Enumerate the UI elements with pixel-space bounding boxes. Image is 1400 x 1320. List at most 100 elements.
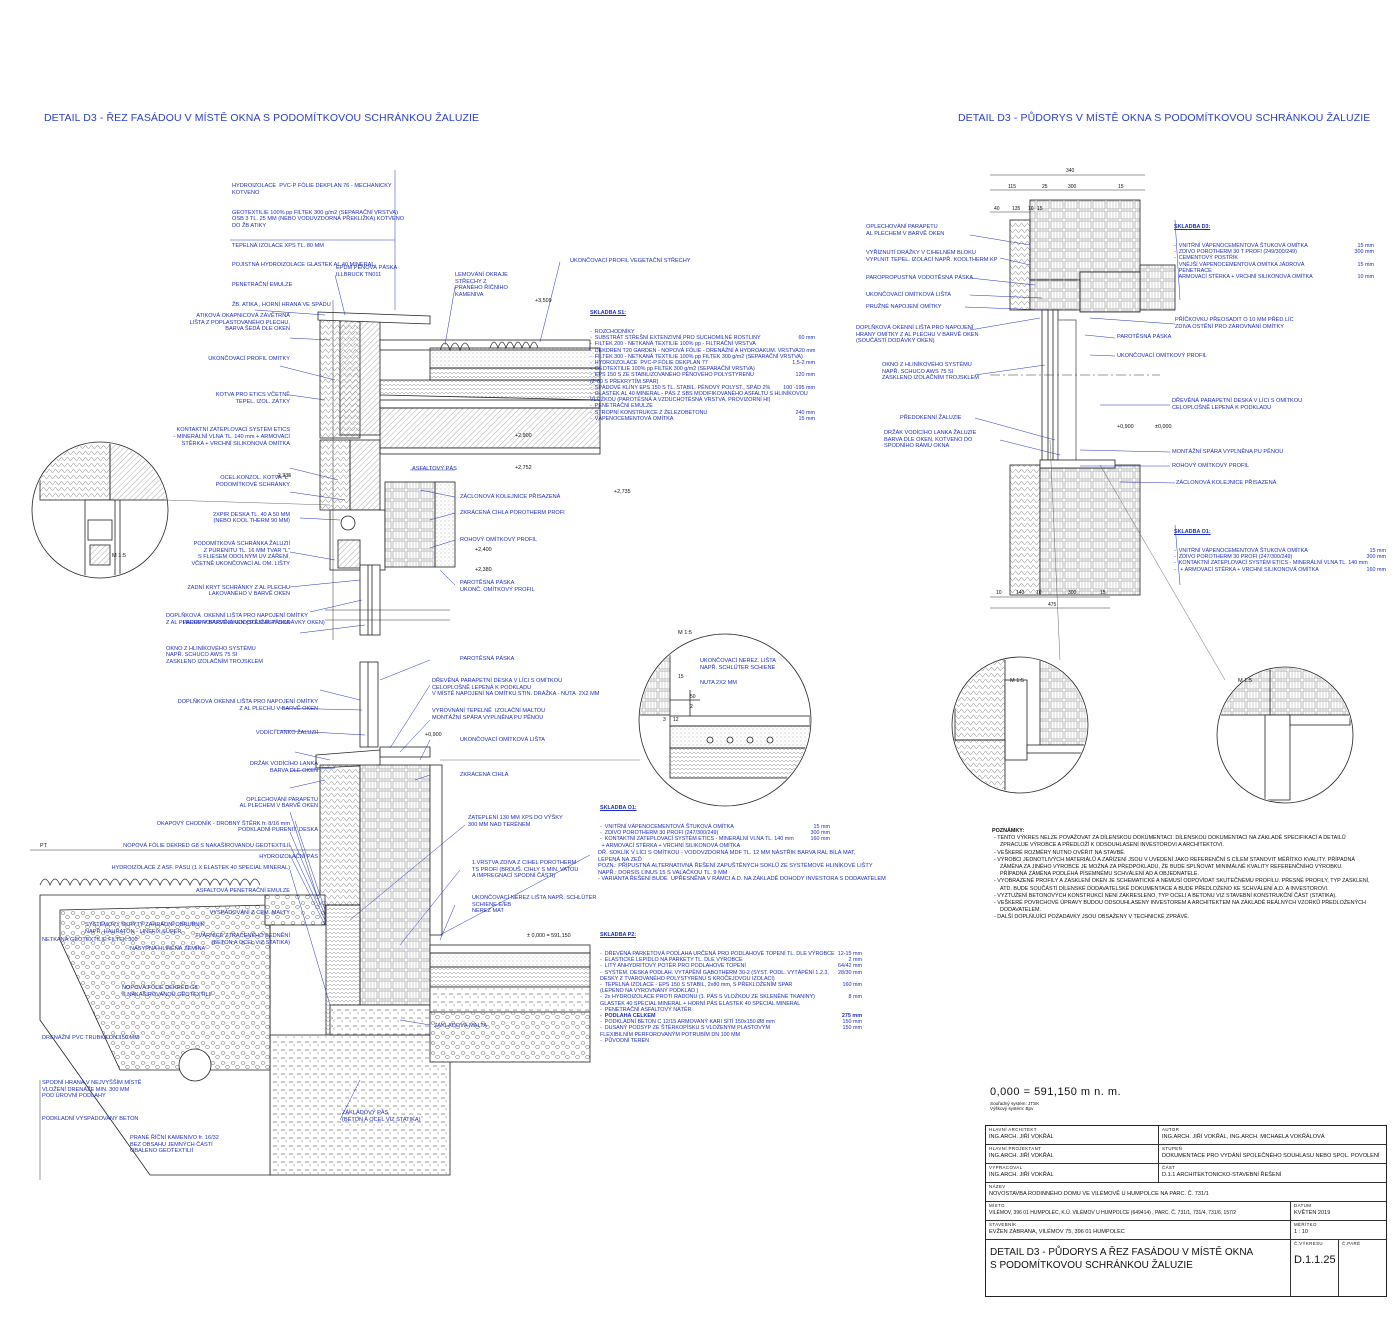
layer-thickness: 15 mm <box>1357 261 1374 268</box>
tb-designer: ING.ARCH. JIŘÍ VOKŘÁL <box>989 1153 1054 1159</box>
layer-name: - ELASTICKÉ LEPIDLO NA PARKETY TL. DLE V… <box>600 957 743 964</box>
layer-thickness: 64/42 mm <box>838 963 862 970</box>
plan-right-label-1: PAROTĚSNÁ PÁSKA <box>1117 334 1172 340</box>
plan-left-label-4: PRUŽNÉ NAPOJENÍ OMÍTKY <box>866 304 942 310</box>
layer-name: - VNĚJŠÍ VÁPENOCEMENTOVÁ OMÍTKA JÁDROVÁ <box>1174 261 1305 268</box>
layer-thickness: 1,5-2 mm <box>792 360 815 367</box>
note-item: - VYZTUŽENÍ BETONOVÝCH KONSTRUKCÍ NENÍ Z… <box>994 892 1337 899</box>
layer-thickness: 10 mm <box>1357 274 1374 281</box>
layer-thickness: 60 mm <box>798 335 815 342</box>
section-left-labels-2: OCEL.KONZOL. KOTVA "L" PODOMÍTKOVÉ SCHRÁ… <box>182 475 290 626</box>
layer-name: - HYDROIZOLACE PVC-P FÓLIE DEKPLAN 77 <box>590 360 708 367</box>
plan-level-0900: +0,900 <box>1117 424 1134 430</box>
layer-row: - KONTAKTNÍ ZATEPLOVACÍ SYSTÉM ETICS - M… <box>600 836 830 848</box>
ground-label-4: DRENÁŽNÍ PVC TRUBKA DN 150 MM <box>42 1035 139 1041</box>
layer-row: - ZDIVO POROTHERM 30 PROFI (247/300/249)… <box>600 830 830 836</box>
layer-thickness: 150 mm <box>842 1019 862 1026</box>
layer-row: - VNĚJŠÍ VÁPENOCEMENTOVÁ OMÍTKA JÁDROVÁ 1… <box>1174 262 1374 268</box>
label-first-layer: 1.VRSTVA ZDIVA Z CIHEL POROTHERM TS PROF… <box>472 860 579 880</box>
layer-thickness: 160 mm <box>1366 566 1386 573</box>
level-2900: +2,900 <box>515 433 532 439</box>
sokl-note: DŘ. SOKLÍK V LÍCI S OMÍTKOU - VODOVZDORN… <box>598 850 886 883</box>
skladba-d3: SKLADBA D3: - VNITŘNÍ VÁPENOCEMENTOVÁ ŠT… <box>1174 224 1374 281</box>
tb-author: ING.ARCH. JIŘÍ VOKŘÁL, ING.ARCH. MICHAEL… <box>1162 1134 1325 1140</box>
tb-key: MĚŘÍTKO <box>1294 1222 1317 1227</box>
layer-thickness: 12-15 mm <box>837 951 862 958</box>
layer-name: - SUBSTRÁT STŘEŠNÍ EXTENZIVNÍ PRO SUCHOM… <box>590 335 761 342</box>
plan-right-label-2: UKONČOVACÍ OMÍTKOVÝ PROFIL <box>1117 353 1208 359</box>
plan-dim-15b: 15 <box>1037 206 1043 212</box>
level-2735: +2,735 <box>614 489 631 495</box>
level-2380: +2,380 <box>475 567 492 573</box>
skladba-o1-plan: SKLADBA O1: - VNITŘNÍ VÁPENOCEMENTOVÁ ŠT… <box>1174 529 1386 573</box>
level-0000: ± 0,000 = 591,150 <box>527 933 571 939</box>
tb-key: HLAVNÍ ARCHITEKT <box>989 1127 1037 1132</box>
plan-right-label-6: ZÁCLONOVÁ KOLEJNICE PŘISAZENÁ <box>1176 480 1277 486</box>
plan-left-label-3: UKONČOVACÍ OMÍTKOVÁ LIŠTA <box>866 292 951 298</box>
layer-row: - ROZCHODNÍKY <box>590 329 815 335</box>
layer-name: - PENETRAČNÍ ASFALTOVÝ NÁTĚR <box>600 1006 692 1013</box>
layer-row: - PODKLADNÍ BETON C 12/15 ARMOVANÝ KARI … <box>600 1019 862 1025</box>
layer-name: - GLASTEK AL 40 MINERAL - PÁS Z SBS MODI… <box>590 391 808 404</box>
magnifier-plan-left <box>951 439 1089 794</box>
layer-row: - CEMENTOVÝ POSTŘIK <box>1174 255 1374 261</box>
label-xps: ZATEPLENÍ 130 MM XPS DO VÝŠKY 300 MM NAD… <box>468 815 563 828</box>
lower-section <box>30 659 591 1180</box>
tb-key: NÁZEV <box>989 1184 1006 1189</box>
plan-level-0000: ±0,000 <box>1155 424 1172 430</box>
tb-key: STUPEŇ <box>1162 1146 1183 1151</box>
layer-row: - SUBSTRÁT STŘEŠNÍ EXTENZIVNÍ PRO SUCHOM… <box>590 335 815 341</box>
level-2752: +2,752 <box>515 465 532 471</box>
level-2400: +2,400 <box>475 547 492 553</box>
tb-key: AUTOR <box>1162 1127 1180 1132</box>
title-plan: DETAIL D3 - PŮDORYS V MÍSTĚ OKNA S PODOM… <box>958 112 1371 124</box>
label-foundation: ZÁKLADOVÝ PÁS (BETON A OCEL VIZ STATIKA) <box>342 1110 421 1123</box>
layer-thickness: 100 -195 mm <box>783 384 815 391</box>
layer-row: - ZDIVO POROTHERM 30 PROFI (247/300/249)… <box>1174 554 1386 560</box>
layer-name: - SYSTÉM. DESKA PODLAH. VYTÁPĚNÍ GABOTHE… <box>600 969 829 982</box>
layer-name: - ROZCHODNÍKY <box>590 329 635 336</box>
layer-name: - VNITŘNÍ VÁPENOCEMENTOVÁ ŠTUKOVÁ OMÍTKA <box>1174 243 1308 250</box>
layer-name: - FILTEK 300 - NETKANÁ TEXTILIE 100% pp … <box>590 353 803 360</box>
layer-thickness: 160 mm <box>842 982 862 989</box>
ground-label-1: NÁSYPNÁ HLINĚNÁ ZEMINA <box>130 946 206 952</box>
layer-row: - + ARMOVACÍ STĚRKA + VRCHNÍ SILIKONOVÁ … <box>1174 567 1386 573</box>
label-asphalt: ASFALTOVÝ PÁS <box>412 466 457 472</box>
mag-dim-50: 50 <box>690 694 696 700</box>
layer-name: - VNITŘNÍ VÁPENOCEMENTOVÁ ŠTUKOVÁ OMÍTKA <box>600 824 734 831</box>
label-roof-edge: LEMOVÁNÍ OKRAJE STŘECHY Z PRANÉHO ŘÍČNÍH… <box>455 272 508 298</box>
layer-name: - LITÝ ANHYDRITOVÝ POTĚR PRO PODLAHOVÉ T… <box>600 963 746 970</box>
layer-thickness: 15 mm <box>1369 548 1386 555</box>
mag-dim-3: 3 <box>663 717 666 723</box>
plan-dim-b-140: 140 <box>1016 590 1025 596</box>
elevation-height: Výškový systém: Bpv <box>990 1106 1034 1111</box>
note-item: - VYOBRAZENÉ PROFILY A ZASKLENÍ OKEN JE … <box>994 878 1370 892</box>
plan-right-label-0: PŘÍČKOVKU PŘEOSADIT O 10 MM PŘED LÍC ZDI… <box>1175 317 1294 330</box>
label-epdm: EPDM PĚNOVÁ PÁSKA ILLBRUCK TN011 <box>336 265 398 278</box>
note-item: - TENTO VÝKRES NELZE POVAŽOVAT ZA DÍLENS… <box>994 835 1346 849</box>
layer-name: - KONTAKTNÍ ZATEPLOVACÍ SYSTÉM ETICS - M… <box>600 836 794 849</box>
note-item: - DALŠÍ DOPLŇUJÍCÍ POŽADAVKY JSOU OBSAŽE… <box>994 914 1190 921</box>
layer-name: - PODLAHA CELKEM <box>600 1013 656 1020</box>
layer-thickness: 160 mm <box>810 836 830 843</box>
magnifier-center-label-1: UKONČOVACÍ NEREZ. LIŠTA NAPŘ. SCHLÜTER S… <box>700 658 776 671</box>
tb-key: Č.PARÉ <box>1342 1241 1361 1246</box>
layer-row: - DŘEVĚNÁ PARKETOVÁ PODLAHA URČENÁ PRO P… <box>600 951 862 957</box>
layer-row: - FILTEK 300 - NETKANÁ TEXTILIE 100% pp … <box>590 354 815 360</box>
layer-thickness: 120 mm <box>795 372 815 379</box>
layer-row: - 2x HYDROIZOLACE PROTI RADONU (1. PÁS S… <box>600 994 862 1006</box>
layer-name: - + ARMOVACÍ STĚRKA + VRCHNÍ SILIKONOVÁ … <box>1174 566 1319 573</box>
level-3509: +3,509 <box>535 298 552 304</box>
layer-name: - PODKLADNÍ BETON C 12/15 ARMOVANÝ KARI … <box>600 1019 775 1026</box>
plan-dim-340: 340 <box>1066 168 1075 174</box>
layer-row: - DUSANÝ PODSYP ZE ŠTĚRKOPÍSKU S VLOŽENÝ… <box>600 1025 862 1037</box>
layer-name: - ARMOVACÍ STĚRKA + VRCHNÍ SILIKONOVÁ OM… <box>1174 274 1313 281</box>
layer-name: - PENETRACE <box>1174 267 1212 274</box>
layer-row: - ELASTICKÉ LEPIDLO NA PARKETY TL. DLE V… <box>600 957 862 963</box>
plan-left-label-1: VYŘÍZNUTÍ DRÁŽKY V CIHELNÉM BLOKU VYPLNI… <box>866 250 998 263</box>
ground-label-5: SPODNÍ HRANA V NEJVYŠŠÍM MÍSTĚ VLOŽENÍ D… <box>42 1080 142 1100</box>
layer-row: - VNITŘNÍ VÁPENOCEMENTOVÁ ŠTUKOVÁ OMÍTKA… <box>1174 548 1386 554</box>
layer-thickness: 28/30 mm <box>838 969 862 976</box>
